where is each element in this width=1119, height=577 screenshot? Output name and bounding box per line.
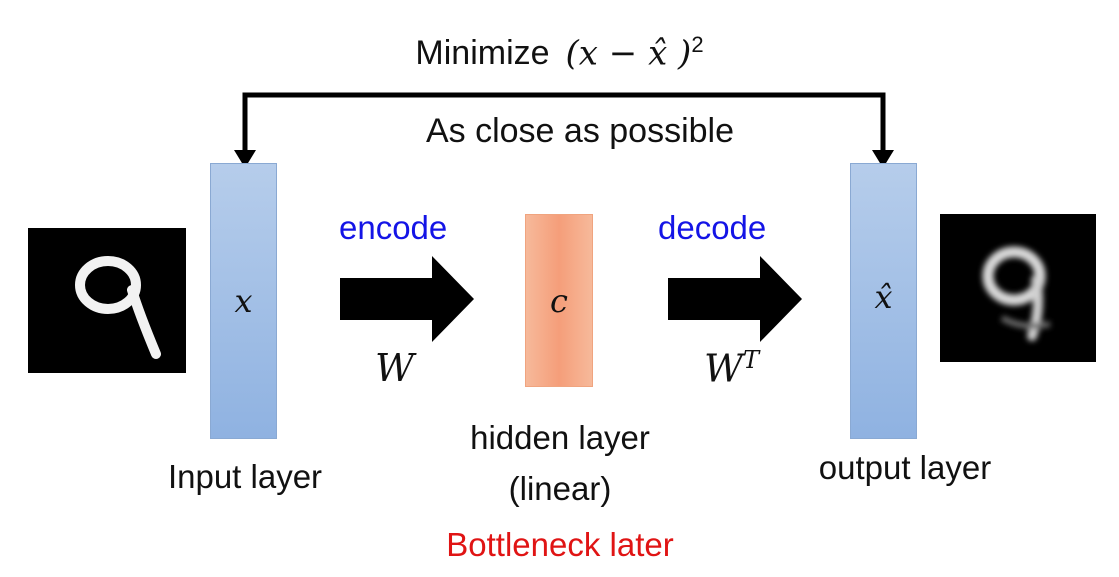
decode-arrow-icon — [668, 256, 803, 342]
input-digit-image — [28, 228, 186, 373]
encode-weight: W — [375, 346, 414, 390]
decode-weight-base: W — [704, 347, 743, 391]
input-symbol: x — [210, 282, 277, 320]
subtitle: As close as possible — [0, 112, 1119, 151]
encode-arrow-icon — [340, 256, 475, 342]
bottleneck-note: Bottleneck later — [380, 526, 740, 564]
hidden-layer-caption-line1: hidden layer — [420, 419, 700, 457]
decode-weight: WT — [704, 346, 759, 391]
output-layer-caption: output layer — [765, 449, 1045, 487]
output-digit-image — [940, 214, 1096, 362]
output-symbol: x̂ — [850, 278, 917, 316]
decode-weight-transpose: T — [743, 346, 759, 374]
digit-9-icon — [28, 228, 186, 373]
encode-label: encode — [339, 209, 447, 247]
input-layer-caption: Input layer — [110, 458, 380, 496]
blurry-digit-9-icon — [940, 214, 1096, 362]
hidden-layer-caption-line2: (linear) — [420, 470, 700, 508]
decode-label: decode — [658, 209, 766, 247]
hidden-symbol: c — [525, 282, 593, 320]
